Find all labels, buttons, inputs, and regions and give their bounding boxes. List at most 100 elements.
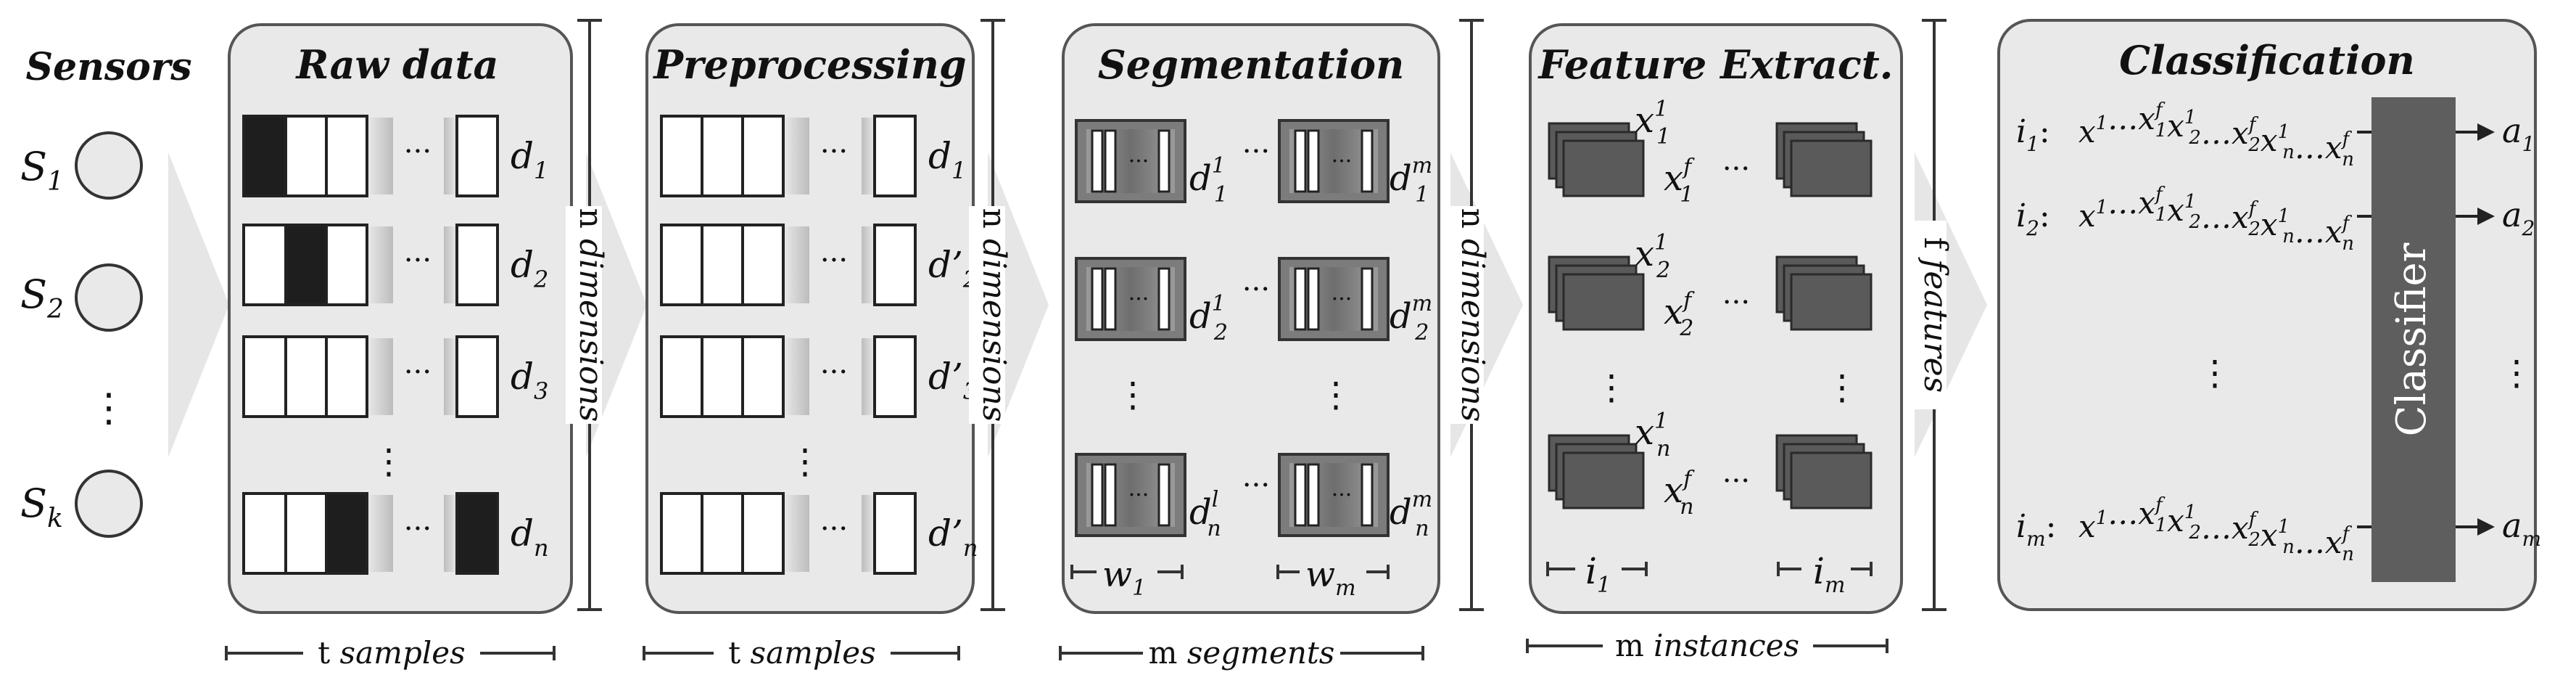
svg-text:d12: d12 — [1189, 291, 1228, 345]
feat-instance-i1-sub: 1 — [1597, 573, 1611, 598]
seg-label-dnm-sup: m — [1412, 487, 1432, 512]
sensor-1-sub: 1 — [47, 167, 64, 197]
feature-stack-row-n-first — [1548, 434, 1645, 509]
seg-label-d1m: d — [1390, 158, 1412, 199]
svg-text:d11: d11 — [1189, 153, 1228, 208]
svg-text:d2: d2 — [511, 244, 548, 293]
svg-text:n dimensions: n dimensions — [572, 208, 609, 422]
feature-stack-row-1-first — [1548, 122, 1645, 197]
seg-label-d2m-sup: m — [1412, 291, 1432, 316]
sensor-k: Sk — [20, 470, 143, 538]
dim-label-1-word: dimensions — [572, 239, 609, 422]
seg-label-d21-sub: 2 — [1213, 320, 1228, 345]
svg-text:···: ··· — [1332, 149, 1353, 174]
seg-label-d21-sup: 1 — [1212, 291, 1226, 316]
svg-text:d3: d3 — [511, 356, 548, 405]
svg-text:i1:: i1: — [2016, 113, 2050, 156]
bottom-label-4-word: instances — [1654, 628, 1799, 663]
prep-dim-label-2: d’ — [928, 244, 963, 286]
bottom-label-1-pre: t — [318, 635, 339, 671]
dim-label-1-pre: n — [572, 208, 609, 239]
dim-label-2-pre: n — [975, 208, 1012, 239]
raw-dim-label-3: d — [511, 356, 534, 398]
svg-text:S1: S1 — [20, 144, 64, 197]
feat-instance-i1: i — [1585, 550, 1597, 592]
prep-dim-label-3: d’ — [928, 356, 963, 398]
sensor-k-label: S — [20, 480, 47, 526]
feat-label-x2f-sub: 2 — [1679, 316, 1693, 341]
svg-text:x11: x11 — [1635, 97, 1670, 150]
feature-stack-row-2-last — [1775, 255, 1873, 331]
feature-stack-row-2-first — [1548, 255, 1645, 331]
stage-title-preprocessing: Preprocessing — [652, 41, 966, 88]
svg-text:···: ··· — [1128, 287, 1149, 312]
raw-vdots: ⋮ — [371, 441, 406, 482]
seg-label-d1m-sub: 1 — [1415, 182, 1429, 208]
svg-text:x1n: x1n — [1635, 409, 1671, 462]
seg-window-row-1-first: ··· — [1075, 119, 1186, 203]
feature-stack-row-n-last — [1775, 434, 1873, 509]
feat-dots-row-2: ··· — [1722, 286, 1750, 319]
classif-instance-label: i — [2016, 197, 2026, 234]
classifier-label: Classifier — [2388, 242, 2435, 436]
feat-label-x21-sup: 1 — [1654, 230, 1668, 255]
sensor-2-circle — [75, 263, 143, 332]
raw-row-2 — [242, 224, 499, 306]
feat-label-xn1-sup: 1 — [1654, 409, 1668, 434]
raw-dots-n: ··· — [404, 512, 432, 546]
feat-instance-im: i — [1813, 550, 1825, 592]
bottom-labels: t samples t samples m segments m instanc… — [303, 628, 1813, 672]
seg-window-row-2-last: ··· — [1278, 257, 1390, 341]
preprocessing-grid — [660, 115, 917, 575]
classif-output-label: a — [2502, 195, 2522, 234]
seg-label-dnl: d — [1189, 492, 1212, 533]
prep-row-n — [660, 492, 917, 575]
svg-text:dn: dn — [511, 512, 549, 562]
sensor-2: S2 — [20, 263, 143, 332]
prep-row-2 — [660, 224, 917, 306]
svg-text:x12: x12 — [1635, 230, 1670, 283]
prep-dim-sub-n: n — [963, 534, 978, 562]
raw-data-labels: ··· ··· ··· ··· ⋮ d1 d2 d3 dn — [371, 135, 549, 562]
seg-window-row-2-first: ··· — [1075, 257, 1186, 341]
feat-label-xn1-sub: n — [1656, 436, 1670, 462]
svg-text:n dimensions: n dimensions — [1454, 208, 1491, 422]
classif-vdots-left: ⋮ — [2197, 353, 2232, 393]
svg-text:im: im — [1813, 550, 1845, 598]
dim-label-4-word: features — [1917, 257, 1954, 393]
seg-label-d1m-sup: m — [1412, 153, 1432, 179]
svg-text:···: ··· — [1332, 483, 1353, 508]
feat-dots-row-1: ··· — [1722, 152, 1750, 186]
seg-window-wm: w — [1305, 554, 1335, 595]
seg-vdots-right: ⋮ — [1318, 374, 1353, 415]
sensor-k-circle — [75, 470, 143, 538]
feat-label-x2f: x — [1664, 292, 1683, 332]
seg-label-dnl-sub: n — [1207, 516, 1221, 541]
classifier-box — [2371, 97, 2456, 582]
segmentation-windows: ··· ··· ··· ··· ··· ··· — [1075, 119, 1390, 537]
seg-window-brackets — [1070, 565, 1390, 579]
raw-dim-label-2: d — [511, 244, 534, 286]
prep-dim-sub-1: 1 — [951, 157, 966, 184]
prep-row-3 — [660, 335, 917, 418]
seg-label-dnm-sub: n — [1415, 516, 1429, 541]
dim-label-3-pre: n — [1454, 208, 1491, 239]
prep-vdots: ⋮ — [788, 441, 822, 482]
classif-instance-sub: 1 — [2026, 132, 2039, 156]
bottom-label-4-pre: m — [1615, 628, 1654, 663]
svg-text:im:: im: — [2016, 508, 2056, 551]
seg-window-row-n-last: ··· — [1278, 453, 1390, 537]
svg-text:···: ··· — [1332, 287, 1353, 312]
classif-vdots-right: ⋮ — [2499, 353, 2534, 393]
sensor-1-label: S — [20, 144, 47, 189]
seg-dots-row-1: ··· — [1242, 135, 1270, 168]
svg-text:d1: d1 — [511, 135, 548, 184]
svg-text:dm2: dm2 — [1390, 291, 1432, 345]
feature-stack-row-1-last — [1775, 122, 1873, 197]
feat-label-xnf: x — [1664, 470, 1683, 511]
